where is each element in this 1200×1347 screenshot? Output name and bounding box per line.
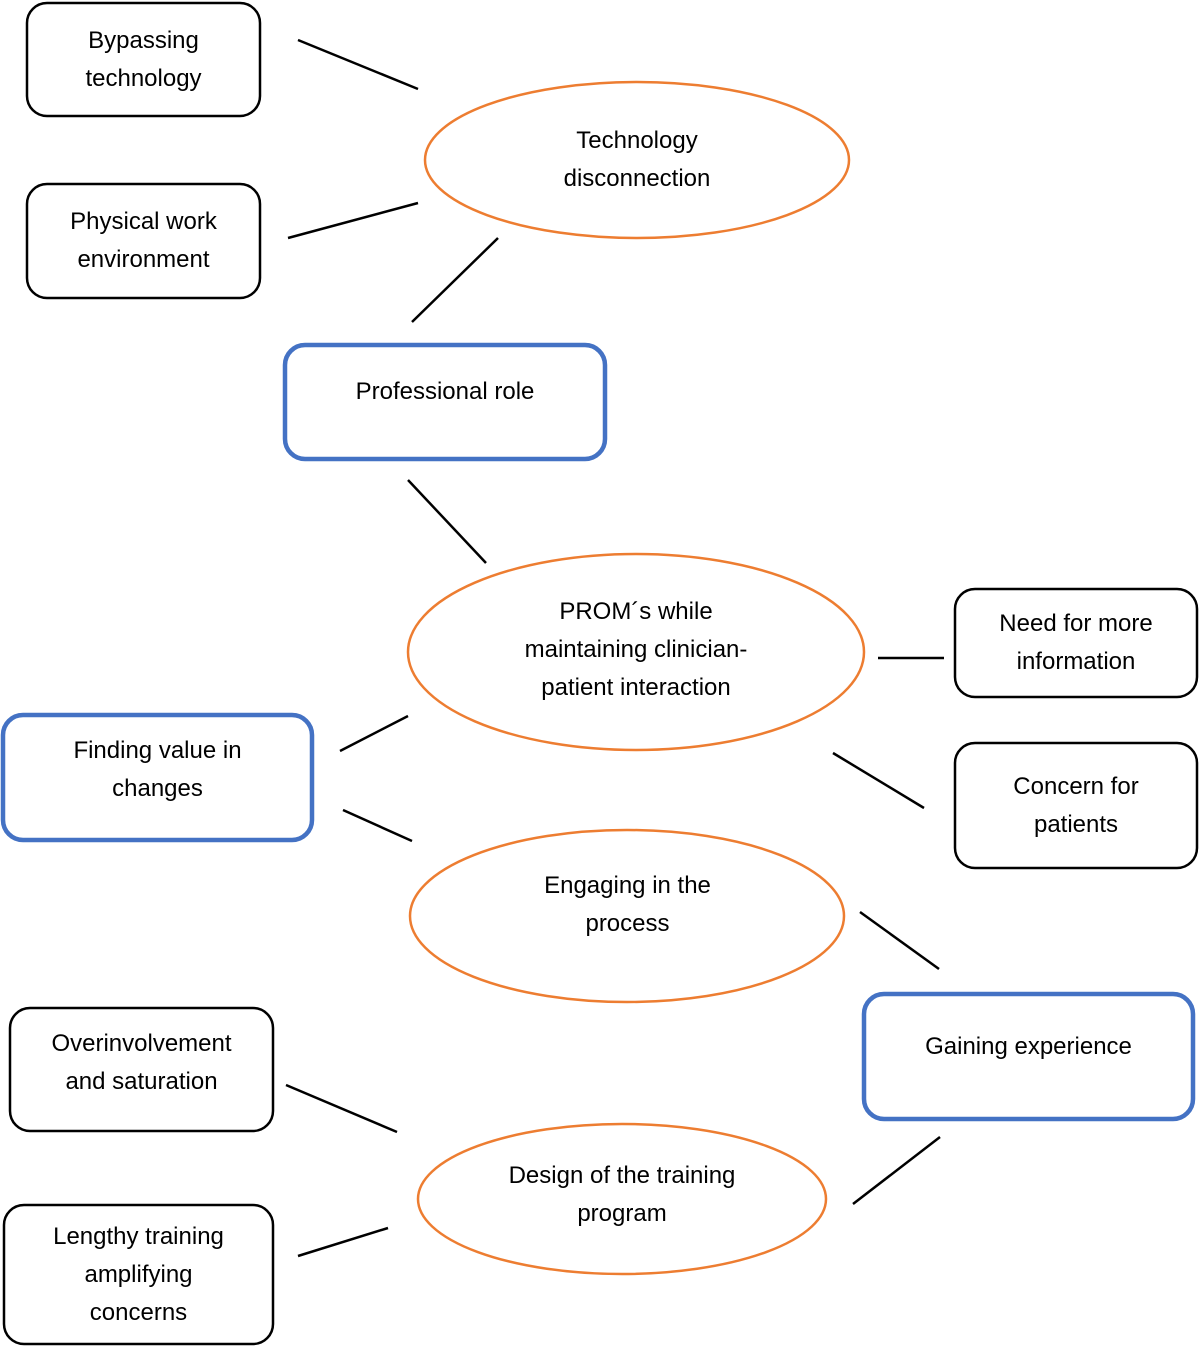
ellipse-proms-interaction bbox=[406, 552, 866, 752]
connector-proms-to-finding-value bbox=[339, 714, 409, 753]
code-box-overinvolvement bbox=[8, 1006, 275, 1133]
connector-engaging-to-gaining bbox=[859, 910, 940, 971]
label-overinvolvement: Overinvolvement and saturation bbox=[51, 1030, 232, 1095]
connector-gaining-to-design bbox=[852, 1136, 941, 1205]
connector-bypassing-to-technology bbox=[297, 38, 419, 91]
connector-professional-to-proms bbox=[407, 479, 487, 564]
label-concern-for-patients: Concern for patients bbox=[1013, 772, 1139, 838]
label-proms-interaction: PROM´s while maintaining clinician-patie… bbox=[524, 598, 748, 701]
code-box-lengthy-training bbox=[2, 1203, 275, 1346]
ellipse-design-training bbox=[416, 1122, 828, 1276]
label-lengthy-training: Lengthy training amplifying concerns bbox=[53, 1222, 224, 1326]
code-box-bypassing-technology bbox=[25, 1, 262, 118]
connector-technology-to-professional bbox=[411, 237, 499, 323]
code-box-need-more-information bbox=[953, 587, 1199, 699]
label-finding-value: Finding value in changes bbox=[73, 737, 242, 802]
label-need-more-information: Need for more information bbox=[999, 610, 1153, 675]
label-gaining-experience: Gaining experience bbox=[925, 1032, 1132, 1060]
ellipse-engaging-process bbox=[408, 828, 846, 1004]
code-box-physical-work-environment bbox=[25, 182, 262, 300]
connector-overinvolvement-to-design bbox=[285, 1083, 398, 1134]
ellipse-technology-disconnection bbox=[423, 80, 851, 240]
label-design-training: Design of the training program bbox=[508, 1162, 736, 1227]
theme-box-professional-role bbox=[282, 342, 608, 462]
theme-box-gaining-experience bbox=[861, 991, 1196, 1122]
label-physical-work-environment: Physical work environment bbox=[70, 208, 217, 273]
label-engaging-process: Engaging in the process bbox=[544, 872, 711, 937]
label-technology-disconnection: Technology disconnection bbox=[563, 127, 711, 192]
connector-physical-to-technology bbox=[287, 201, 419, 240]
code-box-concern-for-patients bbox=[953, 741, 1199, 870]
theme-box-finding-value bbox=[0, 712, 315, 843]
connector-proms-to-concern bbox=[832, 751, 925, 810]
label-bypassing-technology: Bypassing technology bbox=[85, 26, 202, 92]
connector-finding-value-to-engaging bbox=[342, 808, 413, 843]
label-professional-role: Professional role bbox=[355, 378, 535, 405]
connector-lengthy-to-design bbox=[297, 1226, 389, 1258]
